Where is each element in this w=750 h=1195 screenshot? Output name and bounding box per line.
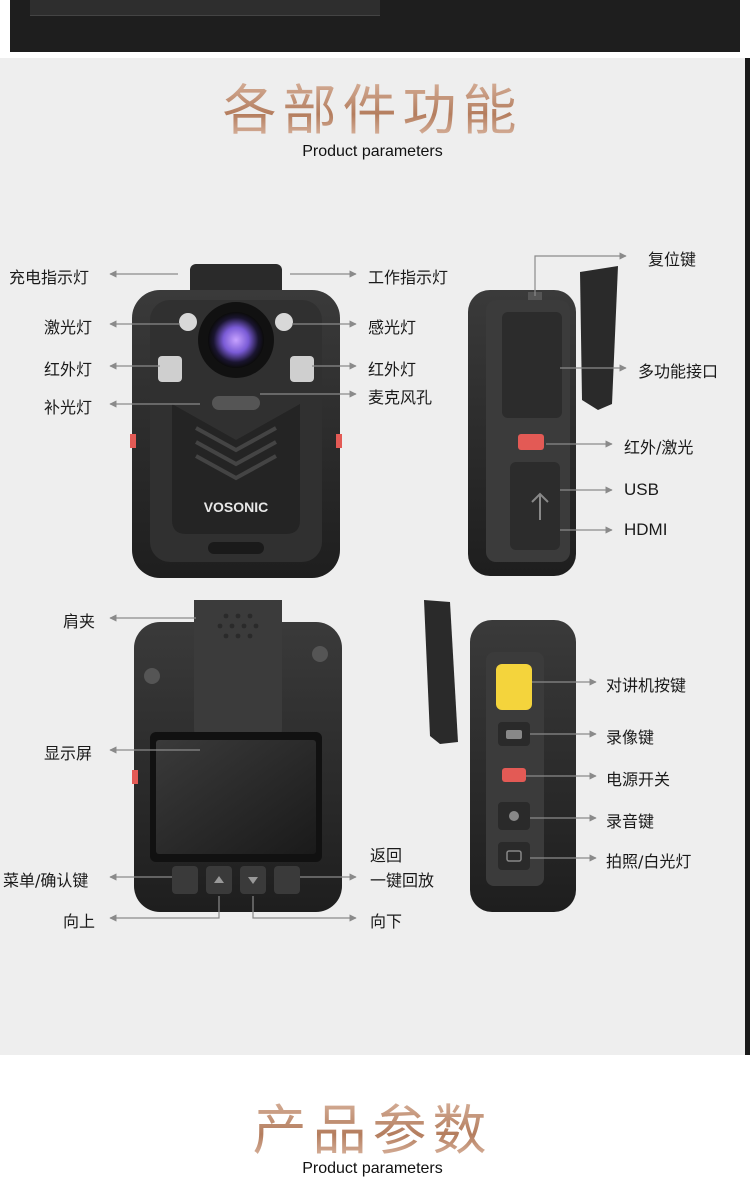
back-corner-screw-right	[312, 646, 328, 662]
front-chevron-panel	[172, 404, 300, 534]
camera-icon	[506, 850, 522, 862]
menu-confirm-button[interactable]	[172, 866, 198, 894]
side-clip-bottom	[424, 600, 458, 744]
label-hdmi: HDMI	[624, 520, 668, 539]
shoulder-clip	[194, 600, 282, 742]
infrared-right	[290, 356, 314, 382]
microphone-icon	[509, 811, 519, 821]
section-subtitle-functions: Product parameters	[302, 143, 443, 160]
label-ir-laser: 红外/激光	[624, 438, 694, 457]
section-title-functions: 各部件功能	[0, 78, 745, 144]
clip-dots	[217, 613, 259, 639]
side-clip-top	[580, 266, 618, 410]
label-infrared-left: 红外灯	[44, 360, 93, 379]
label-microphone-hole: 麦克风孔	[368, 388, 433, 407]
label-one-key-playback: 一键回放	[370, 871, 435, 890]
section-subtitle-params: Product parameters	[302, 1160, 443, 1177]
power-switch[interactable]	[502, 768, 526, 782]
camera-lens	[208, 312, 264, 368]
label-display-screen: 显示屏	[44, 744, 93, 763]
ir-laser-indicator	[518, 434, 544, 450]
top-dark-band	[10, 0, 740, 52]
back-corner-screw-left	[144, 668, 160, 684]
front-grille	[195, 426, 277, 481]
label-record-audio: 录音键	[606, 812, 655, 831]
label-down: 向下	[370, 912, 403, 931]
back-view-device	[132, 600, 342, 912]
light-sensor	[275, 313, 293, 331]
front-side-red-right	[336, 434, 342, 448]
back-playback-button[interactable]	[274, 866, 300, 894]
talk-button[interactable]	[496, 664, 532, 710]
usb-hdmi-cover	[510, 462, 560, 550]
front-bottom-slot	[208, 542, 264, 554]
label-shoulder-clip: 肩夹	[63, 612, 96, 631]
top-band-texture	[30, 0, 380, 16]
label-fill-light: 补光灯	[44, 398, 93, 417]
label-laser-light: 激光灯	[44, 318, 93, 337]
label-charge-indicator: 充电指示灯	[9, 268, 90, 287]
video-icon	[506, 730, 522, 739]
section-title-params: 产品参数	[0, 1098, 745, 1164]
label-return: 返回	[370, 846, 403, 865]
panel-right-edge	[745, 58, 750, 1055]
side-view-right-device	[468, 266, 618, 576]
label-menu-confirm: 菜单/确认键	[3, 871, 89, 890]
label-light-sensor: 感光灯	[368, 318, 417, 337]
up-arrow-icon	[214, 876, 224, 883]
front-side-red-left	[130, 434, 136, 448]
label-up: 向上	[63, 912, 96, 931]
infrared-left	[158, 356, 182, 382]
display-screen	[156, 740, 316, 854]
label-talk-button: 对讲机按键	[606, 676, 687, 695]
multi-port-cover	[502, 312, 562, 418]
label-infrared-right: 红外灯	[368, 360, 417, 379]
brand-logo: VOSONIC	[204, 499, 269, 515]
label-usb: USB	[624, 480, 659, 499]
label-work-indicator: 工作指示灯	[368, 268, 449, 287]
back-side-red	[132, 770, 138, 784]
label-power-switch: 电源开关	[606, 770, 671, 789]
label-reset-button: 复位键	[648, 250, 697, 269]
usb-icon	[531, 492, 549, 520]
photo-light-button[interactable]	[498, 842, 530, 870]
down-arrow-icon	[248, 877, 258, 884]
callout-lines	[109, 252, 627, 922]
laser-light	[179, 313, 197, 331]
fill-light-bar	[212, 396, 260, 410]
label-record-video: 录像键	[606, 728, 655, 747]
top-banner-strip	[0, 0, 750, 58]
label-multi-port: 多功能接口	[638, 362, 719, 381]
front-view-device: VOSONIC	[130, 264, 342, 578]
side-view-left-device	[424, 600, 576, 912]
label-photo-light: 拍照/白光灯	[606, 852, 692, 871]
function-panel	[0, 58, 745, 1055]
